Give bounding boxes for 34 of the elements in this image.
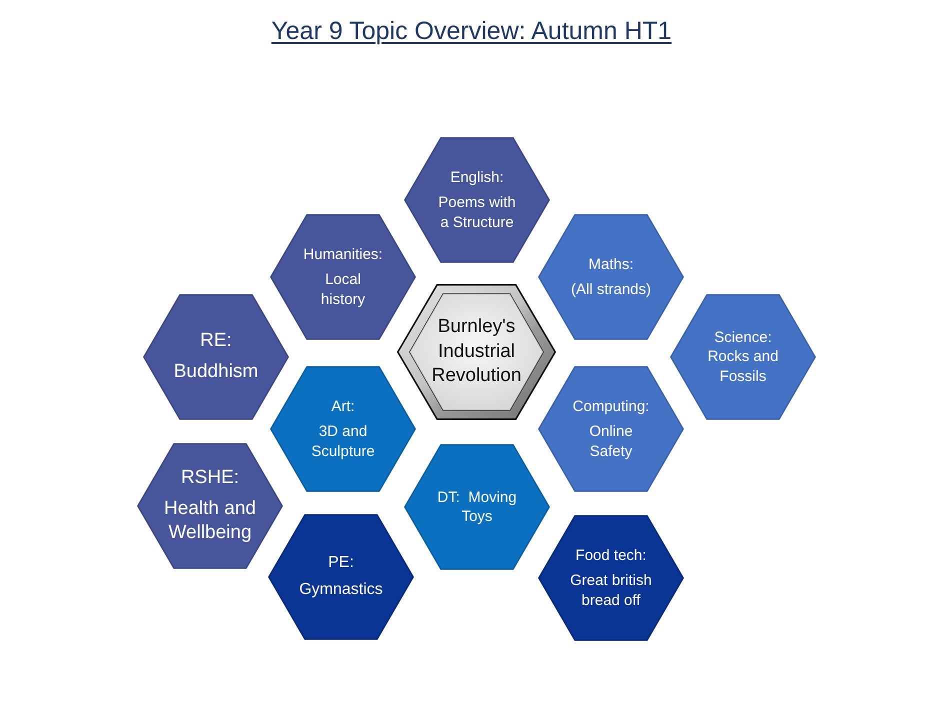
center-hexagon [397, 284, 556, 420]
subject-heading: PE: [328, 553, 354, 574]
topic-text: Online Safety [588, 422, 634, 462]
subject-heading: Humanities: [303, 244, 383, 264]
topic-text: Buddhism [172, 360, 260, 384]
topic-hexagon [670, 294, 816, 420]
topic-text: Poems with a Structure [437, 193, 517, 232]
topic-hexagon [538, 515, 684, 641]
topic-hexagon [404, 444, 550, 570]
topic-text: (All strands) [570, 280, 652, 300]
page-title: Year 9 Topic Overview: Autumn HT1 [271, 16, 672, 47]
topic-text: Local history [320, 270, 366, 310]
topic-hexagon [143, 294, 289, 420]
topic-text: Gymnastics [298, 580, 384, 600]
subject-heading: Computing: [572, 396, 650, 416]
topic-text: Health and Wellbeing [163, 496, 257, 546]
topic-hexagon [538, 366, 684, 492]
subject-heading: English: [450, 168, 504, 188]
subject-heading: Maths: [588, 254, 634, 274]
subject-heading: Food tech: [576, 546, 646, 566]
topic-text: 3D and Sculpture [310, 422, 376, 462]
topic-text: Science: Rocks and Fossils [706, 328, 780, 386]
subject-heading: Art: [331, 396, 355, 416]
topic-hexagon [270, 214, 416, 340]
center-title: Burnley's Industrial Revolution [430, 314, 522, 388]
subject-heading: RE: [200, 329, 232, 354]
topic-text: DT: Moving Toys [436, 488, 518, 526]
topic-hexagon [270, 366, 416, 492]
topic-hexagon [538, 214, 684, 340]
topic-hexagon [404, 137, 550, 263]
topic-hexagon [137, 443, 283, 569]
topic-text: Great british bread off [569, 571, 653, 610]
subject-heading: RSHE: [180, 466, 240, 490]
topic-hexagon [268, 514, 414, 640]
